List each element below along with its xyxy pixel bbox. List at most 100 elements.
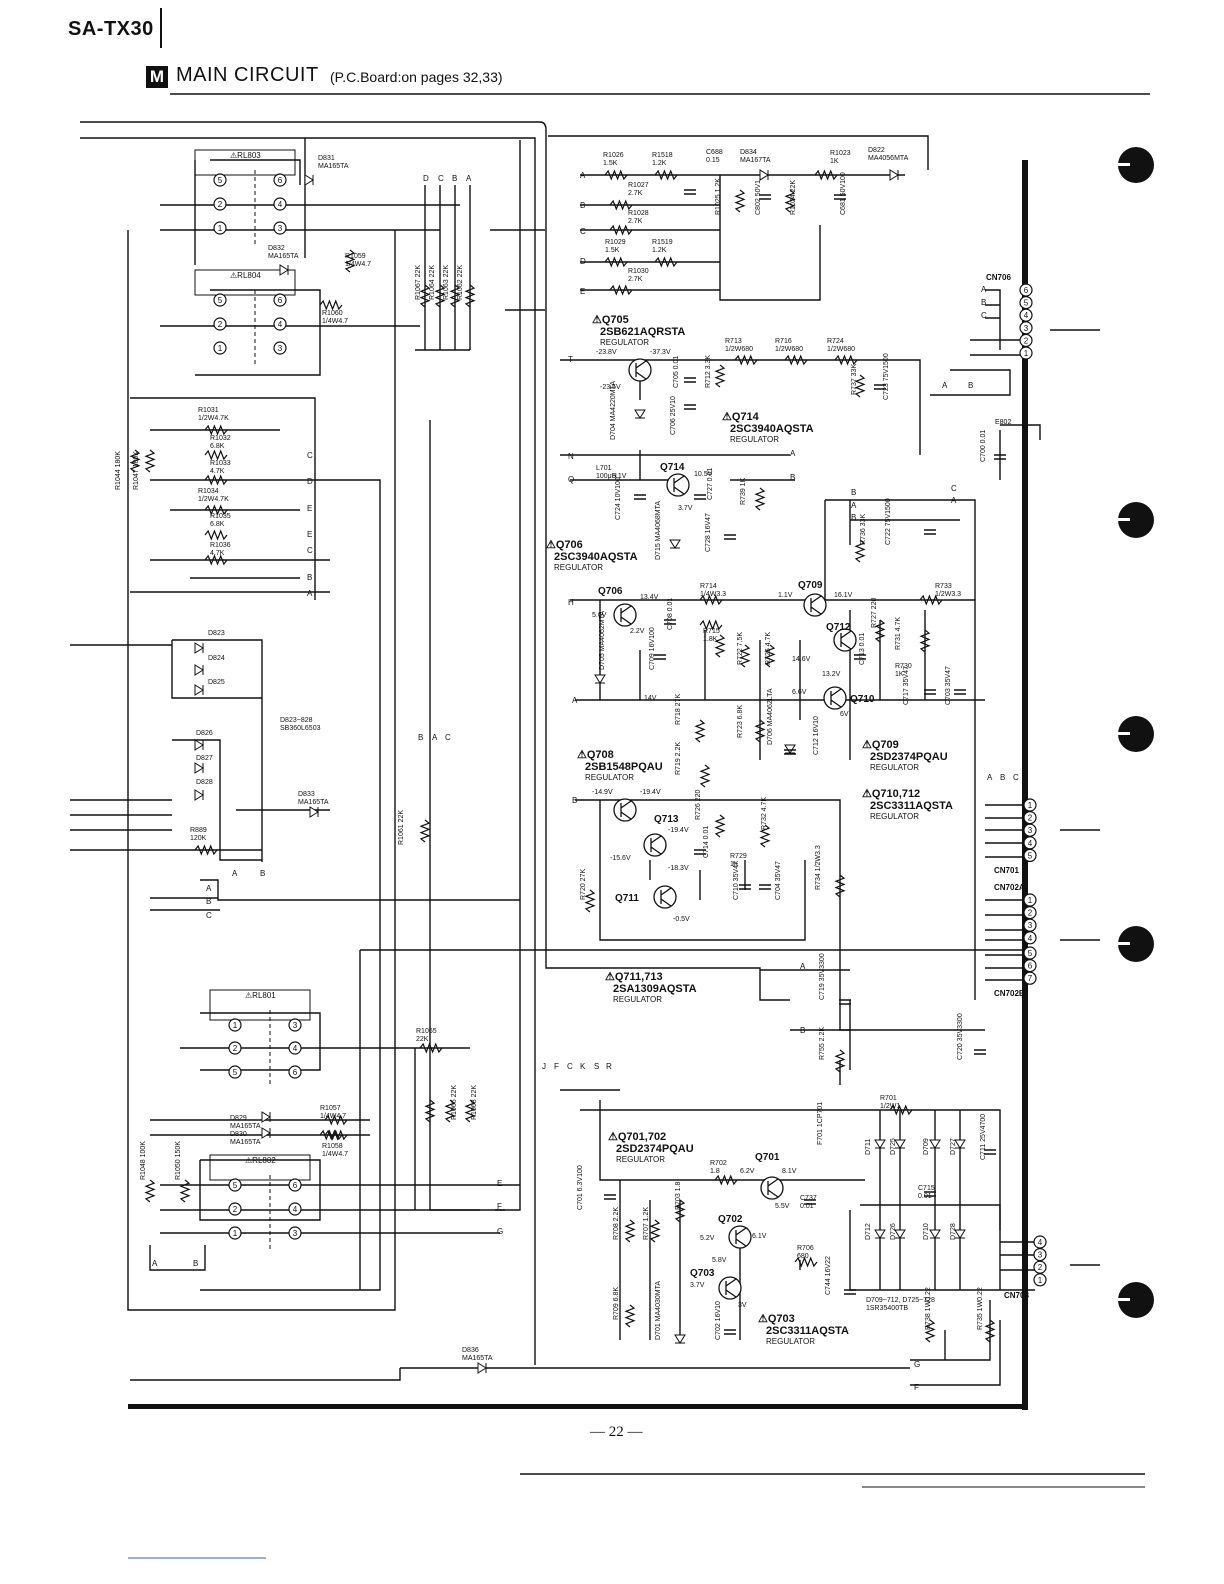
resistor [794,1256,818,1268]
component-label: C711 25V4700 [980,1114,987,1160]
resistor [734,189,746,213]
pin-number: 3 [293,1229,298,1238]
diode [594,674,606,684]
resistor [464,284,476,308]
wire [424,185,471,350]
resistor [179,1179,191,1203]
component-ref: R702 [710,1160,727,1167]
resistor [129,449,141,473]
relay-pin [288,1041,302,1055]
component-value: 4.7K [210,468,225,475]
pin-number: 1 [1038,1276,1043,1285]
net-label: E [580,287,585,296]
diode-symbol [279,264,289,276]
resistor [319,1129,343,1141]
capacitor [784,749,796,755]
pin-number: 1 [233,1229,238,1238]
component-value: 1.5K [605,247,620,254]
transistor-q703 [718,1276,742,1300]
voltage-label: -15.6V [610,855,631,862]
component-label: C723 75V1500 [883,353,890,400]
net-label: F [554,1062,559,1071]
transistor-leads [635,360,647,380]
pin-number: 6 [278,176,283,185]
net-label: C [567,1062,573,1071]
relay-pin [213,341,227,355]
component-ref: D828 [196,779,213,786]
resistor [854,539,866,563]
relay-pin [288,1202,302,1216]
resistor [919,629,931,653]
relay-rl802 [209,1154,311,1250]
component-label: R719 2.2K [675,742,682,775]
wire [200,479,381,1291]
relay-pin [228,1041,242,1055]
wire [150,879,520,911]
voltage-label: 1.1V [778,592,793,599]
connector-pin [1023,931,1037,945]
diode [954,1229,966,1239]
component-label: R1062 22K [457,265,464,300]
wire [599,600,926,760]
resistor [654,256,678,268]
diode-symbol [784,744,796,754]
component-label: R708 2.2K [613,1207,620,1240]
pin-number: 2 [233,1205,238,1214]
resistor [609,284,633,296]
wiring [70,121,1100,1386]
component-label: C703 35V47 [945,666,952,705]
transistor-tag: Q709 [798,580,823,591]
net-label: A [851,501,857,510]
transistor-ref: ⚠Q703 [758,1313,795,1325]
net-label: E [497,1179,502,1188]
pin-number: 2 [233,1044,238,1053]
transistor-tag: Q706 [598,586,623,597]
component-value: 2.7K [628,276,643,283]
transistor-body [833,628,857,652]
net-label: B [206,897,211,906]
pin-number: 5 [233,1068,238,1077]
resistor [759,824,771,848]
component-ref: R1518 [652,152,673,159]
relay-pin [288,1065,302,1079]
component-ref: D831 [318,155,335,162]
pin-number: 2 [1038,1263,1043,1272]
pin-number: 2 [218,320,223,329]
wire [985,899,1025,981]
voltage-label: 5.2V [700,1235,715,1242]
resistor [204,529,228,541]
relay-pin [228,1018,242,1032]
transistor-ref: ⚠Q705 [592,314,629,326]
component-ref: R714 [700,583,717,590]
component-value: 1/4W4.7 [345,261,371,268]
transistor-q701 [760,1176,784,1200]
component-label: C681 50V100 [840,172,847,215]
binding-hole [1118,926,1154,962]
diode-symbol [194,684,204,696]
component-label: C700 0.01 [980,430,987,462]
binding-hole-slot [1114,942,1130,945]
net-label: E [307,504,312,513]
transistor-part: 2SC3311AQSTA [766,1325,849,1337]
relay-ref: ⚠RL804 [230,271,261,280]
net-label: B [572,796,577,805]
capacitor [924,1191,936,1197]
component-ref: R1059 [345,253,366,260]
component-value: 0.01 [800,1203,814,1210]
component-value: 1.8 [710,1168,720,1175]
diode-symbol [894,1139,906,1149]
net-label: B [800,1026,805,1035]
component-ref: R1031 [198,407,219,414]
net-label: C [206,911,212,920]
voltage-label: 5.5V [775,1203,790,1210]
net-label: C [307,546,313,555]
connector-label: CN703 [1004,1291,1029,1300]
resistor [714,814,726,838]
component-label: C712 16V10 [813,716,820,755]
capacitor [654,654,666,660]
resistor [694,719,706,743]
component-value: 2.7K [628,218,643,225]
board-frame [128,93,1154,1559]
diode [669,539,681,549]
section-title: MAIN CIRCUIT [176,64,319,86]
